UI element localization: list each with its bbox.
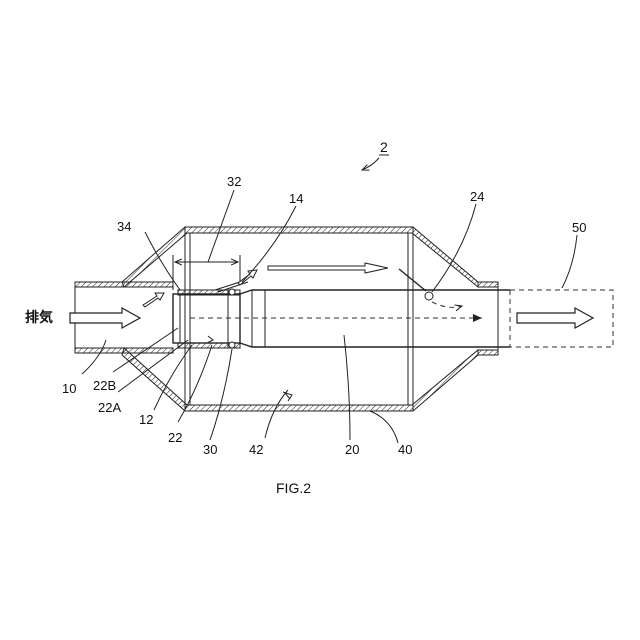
label-20: 20 bbox=[345, 442, 359, 457]
label-32: 32 bbox=[227, 174, 241, 189]
label-exhaust-inlet: 排気 bbox=[25, 309, 53, 326]
label-22: 22 bbox=[168, 430, 182, 445]
label-34: 34 bbox=[117, 219, 131, 234]
label-24: 24 bbox=[470, 189, 484, 204]
arrow-22-tip bbox=[207, 336, 213, 343]
leader-lines bbox=[82, 158, 577, 443]
label-14: 14 bbox=[289, 191, 303, 206]
label-30: 30 bbox=[203, 442, 217, 457]
label-40: 40 bbox=[398, 442, 412, 457]
valve-24 bbox=[399, 269, 433, 300]
flow-arrows bbox=[70, 263, 593, 328]
shell-40 bbox=[122, 227, 478, 411]
label-22b: 22B bbox=[93, 378, 116, 393]
label-50: 50 bbox=[572, 220, 586, 235]
label-10: 10 bbox=[62, 381, 76, 396]
label-22a: 22A bbox=[98, 400, 121, 415]
figure-caption: FIG.2 bbox=[276, 480, 311, 496]
label-assembly-2: 2 bbox=[380, 139, 388, 155]
label-12: 12 bbox=[139, 412, 153, 427]
label-42: 42 bbox=[249, 442, 263, 457]
